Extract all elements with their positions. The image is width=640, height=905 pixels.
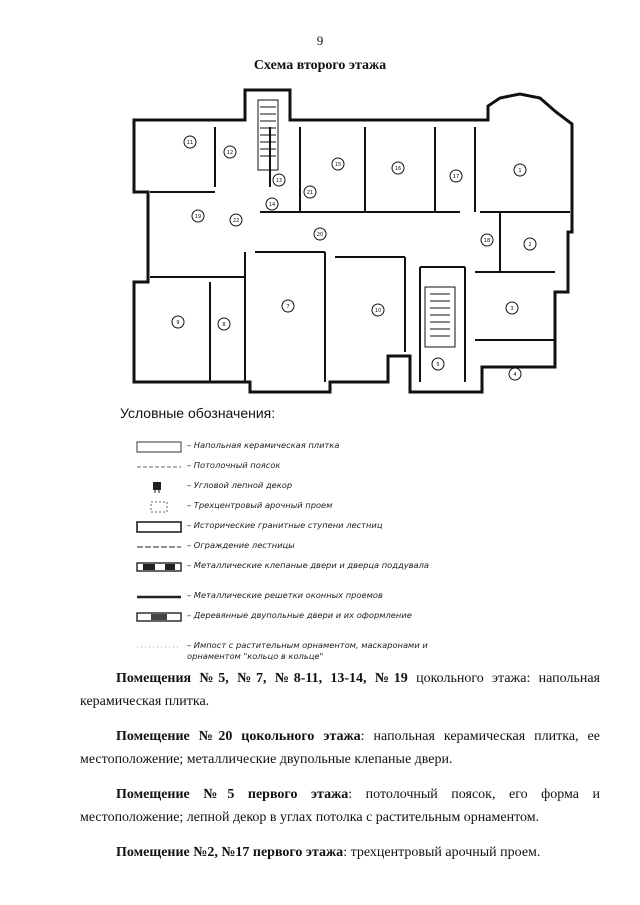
room-marker: 17 — [449, 169, 463, 183]
room-marker: 7 — [281, 299, 295, 313]
svg-text:1: 1 — [518, 168, 521, 174]
floor-tile-icon — [136, 441, 182, 453]
room-marker: 21 — [303, 185, 317, 199]
arch-icon — [150, 501, 168, 513]
ceiling-belt-icon — [137, 466, 181, 468]
body-text: Помещения №5, №7, №8-11, 13-14, №19 цоко… — [80, 667, 600, 876]
room-marker: 16 — [391, 161, 405, 175]
room-marker: 14 — [265, 197, 279, 211]
svg-text:9: 9 — [176, 320, 179, 326]
legend-row-window-grilles: – Металлические решетки оконных проемов — [135, 588, 465, 608]
room-marker: 1 — [513, 163, 527, 177]
floor-plan: 11 12 13 14 15 16 17 1 2 18 21 20 19 22 … — [132, 88, 574, 394]
svg-text:11: 11 — [187, 140, 193, 146]
window-grilles-icon — [137, 595, 181, 599]
svg-text:20: 20 — [317, 232, 323, 238]
legend-row-wooden-doors: – Деревянные двупольные двери и их оформ… — [135, 608, 465, 638]
svg-text:21: 21 — [307, 190, 313, 196]
svg-text:19: 19 — [195, 214, 201, 220]
impost-icon — [137, 646, 181, 648]
svg-text:8: 8 — [222, 322, 225, 328]
legend-row-corner-decor: – Угловой лепной декор — [135, 478, 465, 498]
svg-text:4: 4 — [513, 372, 516, 378]
legend-row-granite-steps: – Исторические гранитные ступени лестниц — [135, 518, 465, 538]
room-marker: 22 — [229, 213, 243, 227]
room-marker: 10 — [371, 303, 385, 317]
granite-steps-icon — [136, 521, 182, 533]
svg-text:2: 2 — [528, 242, 531, 248]
corner-decor-icon — [153, 482, 161, 493]
wooden-doors-icon — [136, 612, 182, 622]
room-marker: 11 — [183, 135, 197, 149]
legend-row-floor-tile: – Напольная керамическая плитка — [135, 438, 465, 458]
legend-row-arch: – Трехцентровый арочный проем — [135, 498, 465, 518]
legend-row-stair-railing: – Ограждение лестницы — [135, 538, 465, 558]
svg-text:7: 7 — [286, 304, 289, 310]
outer-wall — [132, 88, 574, 394]
paragraph: Помещение №5 первого этажа: потолочный п… — [80, 787, 600, 825]
svg-text:15: 15 — [335, 162, 341, 168]
page-title: Схема второго этажа — [253, 58, 387, 73]
room-marker: 5 — [431, 357, 445, 371]
svg-text:10: 10 — [375, 308, 381, 314]
stair-railing-icon — [137, 546, 181, 548]
legend-heading: Условные обозначения: — [120, 405, 276, 421]
svg-text:3: 3 — [510, 306, 513, 312]
svg-text:5: 5 — [436, 362, 439, 368]
room-marker: 18 — [480, 233, 494, 247]
page-number: 9 — [316, 33, 324, 48]
svg-text:12: 12 — [227, 150, 233, 156]
room-marker: 12 — [223, 145, 237, 159]
paragraph: Помещение №20 цокольного этажа: напольна… — [80, 729, 600, 767]
svg-text:16: 16 — [395, 166, 401, 172]
legend: – Напольная керамическая плитка – Потоло… — [135, 438, 465, 668]
paragraph: Помещения №5, №7, №8-11, 13-14, №19 цоко… — [80, 671, 600, 709]
room-marker: 2 — [523, 237, 537, 251]
room-marker: 19 — [191, 209, 205, 223]
svg-text:18: 18 — [484, 238, 490, 244]
room-marker: 20 — [313, 227, 327, 241]
room-marker: 15 — [331, 157, 345, 171]
svg-text:22: 22 — [233, 218, 239, 224]
legend-row-ceiling-belt: – Потолочный поясок — [135, 458, 465, 478]
metal-doors-icon — [136, 562, 182, 572]
room-marker: 3 — [505, 301, 519, 315]
room-marker: 8 — [217, 317, 231, 331]
room-marker: 9 — [171, 315, 185, 329]
legend-row-metal-doors: – Металлические клепаные двери и дверца … — [135, 558, 465, 588]
legend-row-impost: – Импост с растительным орнаментом, маск… — [135, 638, 465, 668]
room-marker: 13 — [272, 173, 286, 187]
paragraph: Помещение №2, №17 первого этажа: трехцен… — [116, 845, 541, 860]
svg-text:14: 14 — [269, 202, 275, 208]
room-marker: 4 — [508, 367, 522, 381]
svg-text:13: 13 — [276, 178, 282, 184]
svg-text:17: 17 — [453, 174, 459, 180]
